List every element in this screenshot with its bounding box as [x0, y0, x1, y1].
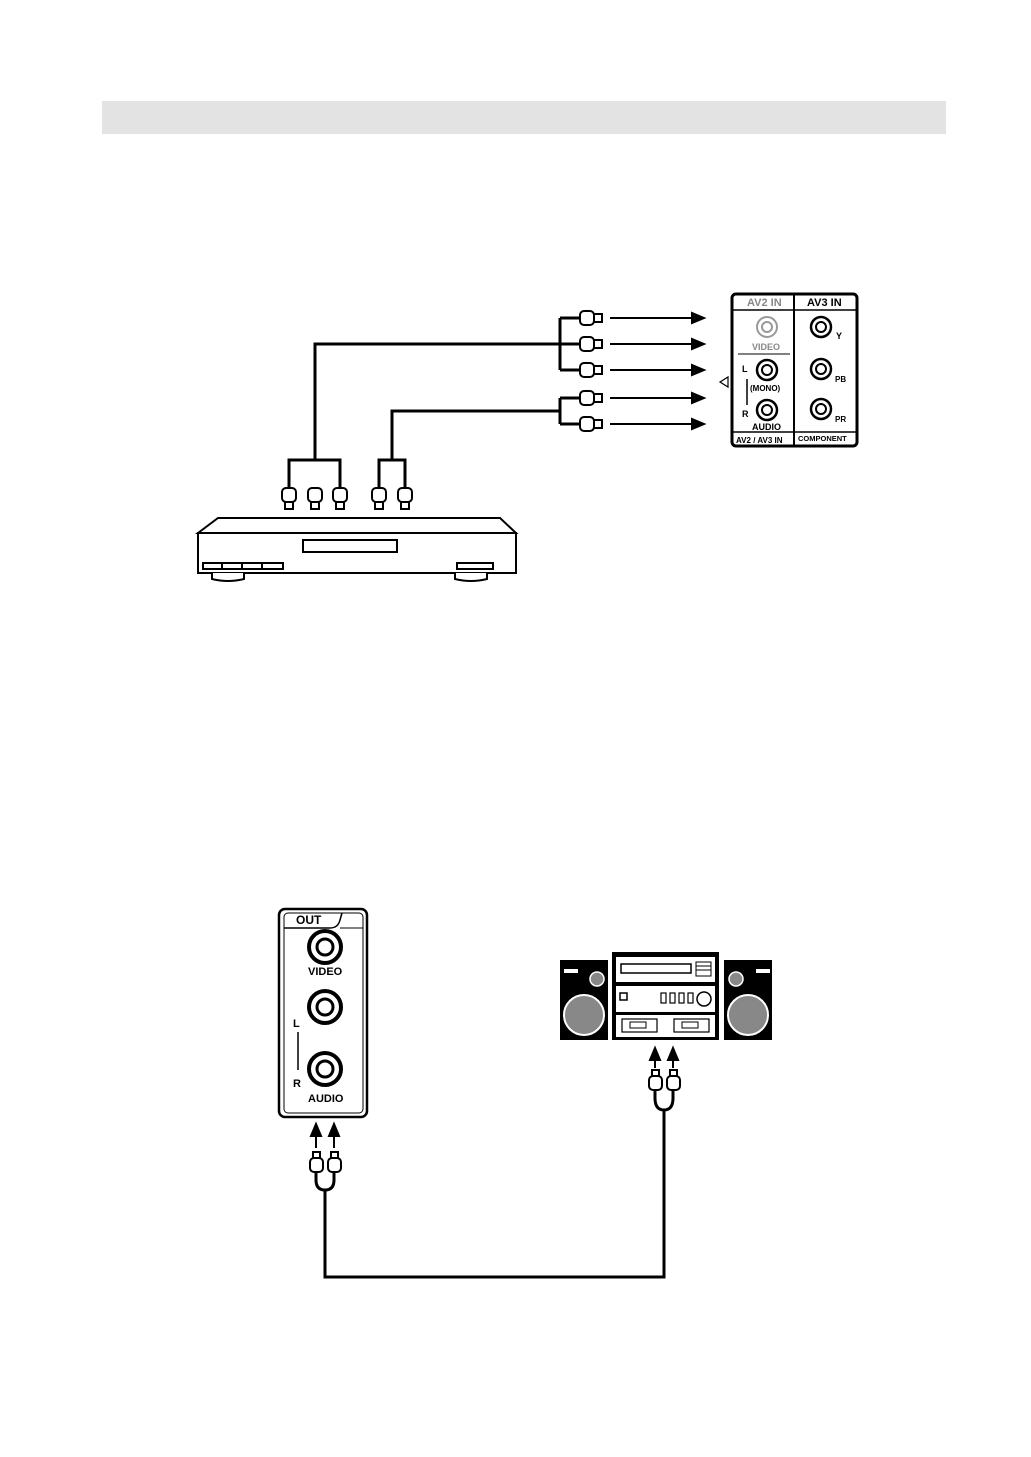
av3-y-label: Y: [836, 331, 842, 341]
dvd-plug-4: [372, 488, 386, 509]
out-audio-label: AUDIO: [308, 1093, 344, 1105]
bottom-cable: [316, 1090, 673, 1277]
av2-in-label: AV2 IN: [747, 297, 782, 309]
component-label: COMPONENT: [798, 434, 847, 443]
stereo-arrows: [650, 1048, 678, 1068]
av2-l-label: L: [742, 364, 748, 374]
dvd-plug-2: [308, 488, 322, 509]
dvd-plug-5: [398, 488, 412, 509]
av2-video-label: VIDEO: [752, 342, 780, 352]
av3-in-label: AV3 IN: [807, 297, 842, 309]
stereo-plug-1: [649, 1070, 662, 1090]
out-panel: OUT VIDEO L R AUDIO: [279, 909, 367, 1117]
plug-4: [580, 391, 602, 405]
av2-audio-label: AUDIO: [752, 422, 781, 432]
dvd-plugs: [282, 488, 412, 509]
av-panel: AV2 IN AV3 IN VIDEO L (MONO) R AUDIO AV2…: [732, 294, 857, 446]
right-plugs: [580, 311, 602, 431]
out-plug-1: [310, 1152, 323, 1172]
stereo-system: [560, 952, 772, 1040]
av3-pb-label: PB: [835, 375, 846, 384]
out-video-label: VIDEO: [308, 966, 343, 978]
av2-av3-in-label: AV2 / AV3 IN: [736, 436, 783, 445]
plug-2: [580, 337, 602, 351]
av2-mono-label: (MONO): [750, 384, 781, 393]
right-arrows: [610, 313, 704, 429]
av3-pr-label: PR: [835, 415, 846, 424]
stereo-plug-2: [667, 1070, 680, 1090]
plug-3: [580, 363, 602, 377]
stereo-plugs: [649, 1070, 680, 1090]
marker-triangle: [720, 377, 728, 387]
out-plug-2: [328, 1152, 341, 1172]
out-arrows: [311, 1124, 339, 1148]
out-l-label: L: [293, 1018, 300, 1030]
out-label: OUT: [296, 913, 322, 927]
dvd-player: [198, 518, 516, 581]
dvd-plug-1: [282, 488, 296, 509]
dvd-plug-3: [333, 488, 347, 509]
top-cables: [289, 318, 580, 488]
plug-1: [580, 311, 602, 325]
out-plugs: [310, 1152, 341, 1172]
out-r-label: R: [293, 1078, 301, 1090]
plug-5: [580, 417, 602, 431]
av2-r-label: R: [742, 409, 749, 419]
